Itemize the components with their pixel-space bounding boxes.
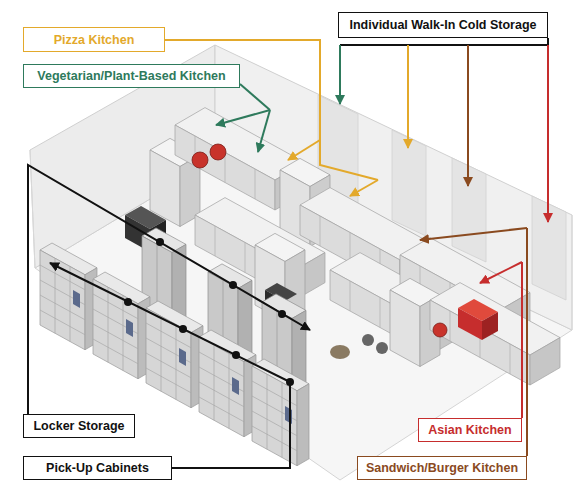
leader-dot (229, 281, 237, 289)
callout-text: Sandwich/Burger Kitchen (366, 461, 518, 475)
red-oven (458, 308, 482, 340)
red-pot (210, 144, 226, 160)
callout-box: Pick-Up Cabinets (23, 456, 172, 480)
callout-box: Locker Storage (23, 414, 135, 438)
red-oven (482, 312, 498, 340)
leader-dot (278, 310, 286, 318)
callout-box: Sandwich/Burger Kitchen (357, 456, 527, 480)
leader-line (216, 110, 270, 125)
leader-line (420, 228, 527, 240)
leader-dot (286, 378, 294, 386)
leader-line (172, 382, 290, 468)
leader-line (50, 263, 290, 382)
callout-text: Pizza Kitchen (54, 33, 135, 47)
callout-text: Locker Storage (33, 419, 124, 433)
leader-line (340, 44, 548, 46)
leader-line (288, 140, 320, 160)
leader-dot (124, 298, 132, 306)
leader-lines (28, 38, 548, 468)
leader-line (521, 262, 523, 418)
leader-line (467, 45, 469, 186)
red-pot (192, 152, 208, 168)
callout-text: Pick-Up Cabinets (46, 461, 149, 475)
stove-burner (376, 342, 388, 354)
leader-line (547, 38, 549, 45)
red-pot (433, 323, 447, 337)
callout-box: Vegetarian/Plant-Based Kitchen (23, 64, 240, 88)
leader-line (28, 165, 310, 414)
leader-dot (179, 325, 187, 333)
kitchen-counter (430, 283, 560, 385)
leader-line (240, 84, 270, 110)
callout-box: Asian Kitchen (418, 418, 522, 442)
callout-box: Pizza Kitchen (23, 27, 165, 52)
leader-line (258, 110, 270, 152)
leader-line (350, 180, 378, 196)
locker-unit (40, 243, 97, 350)
leader-line (407, 45, 409, 148)
callout-text: Vegetarian/Plant-Based Kitchen (37, 69, 225, 83)
leader-dot (156, 238, 164, 246)
locker-unit (252, 359, 309, 466)
wok-station (330, 345, 350, 359)
callout-box: Individual Walk-In Cold Storage (338, 12, 548, 38)
leader-line (547, 45, 549, 222)
leader-line (320, 140, 378, 180)
leader-line (165, 40, 320, 140)
callout-text: Asian Kitchen (428, 423, 511, 437)
locker-unit (199, 330, 256, 437)
leader-dot (232, 351, 240, 359)
callout-text: Individual Walk-In Cold Storage (349, 18, 536, 32)
stove-burner (362, 334, 374, 346)
wall-edge (572, 215, 573, 330)
locker-unit (146, 301, 203, 408)
leader-line (526, 228, 528, 456)
leader-dots (124, 238, 294, 386)
leader-line (339, 45, 341, 104)
leader-line (480, 262, 522, 283)
